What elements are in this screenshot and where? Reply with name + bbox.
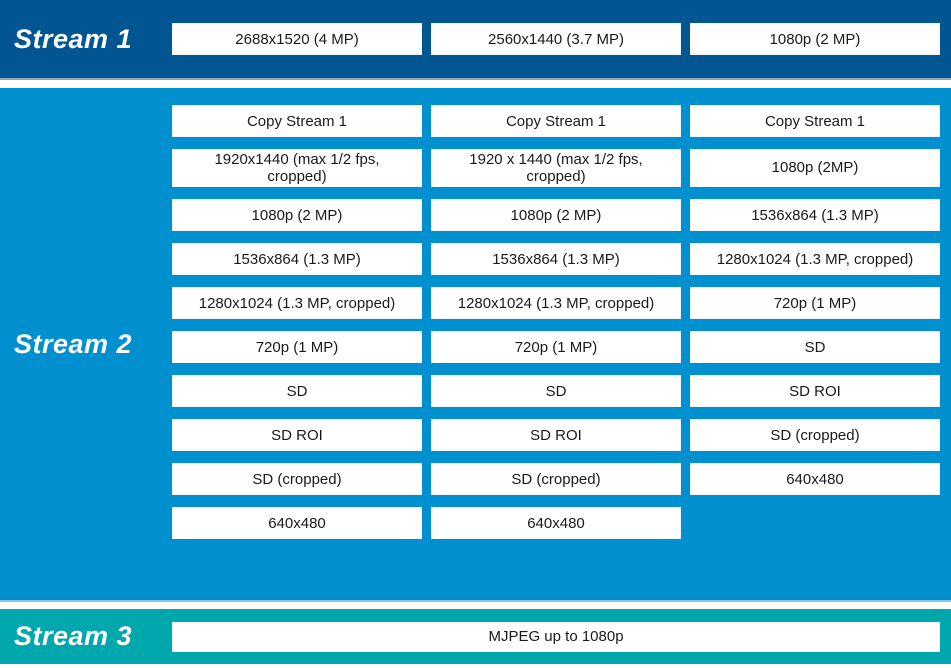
stream2-option: 1536x864 (1.3 MP) [431, 243, 681, 275]
stream2-option: Copy Stream 1 [431, 105, 681, 137]
stream2-option: SD (cropped) [431, 463, 681, 495]
stream1-options: 2688x1520 (4 MP) 2560x1440 (3.7 MP) 1080… [172, 0, 951, 78]
stream3-option: MJPEG up to 1080p [172, 621, 940, 652]
stream2-option: 1080p (2MP) [690, 149, 940, 187]
stream3-options: MJPEG up to 1080p [172, 609, 951, 664]
stream1-band: Stream 1 2688x1520 (4 MP) 2560x1440 (3.7… [0, 0, 951, 80]
stream2-option: 1280x1024 (1.3 MP, cropped) [172, 287, 422, 319]
stream2-column-2: Copy Stream 1 1920 x 1440 (max 1/2 fps, … [431, 105, 681, 539]
stream1-option: 2560x1440 (3.7 MP) [431, 23, 681, 55]
stream3-band: Stream 3 MJPEG up to 1080p [0, 609, 951, 664]
stream2-option: 640x480 [690, 463, 940, 495]
stream1-option: 2688x1520 (4 MP) [172, 23, 422, 55]
stream2-option: SD ROI [172, 419, 422, 451]
stream2-option: 1080p (2 MP) [172, 199, 422, 231]
stream2-option: SD (cropped) [690, 419, 940, 451]
stream2-option: 720p (1 MP) [690, 287, 940, 319]
stream2-option: SD [172, 375, 422, 407]
stream2-option: 1920 x 1440 (max 1/2 fps, cropped) [431, 149, 681, 187]
stream2-label: Stream 2 [14, 328, 133, 359]
stream2-option: 720p (1 MP) [172, 331, 422, 363]
stream2-option: 1280x1024 (1.3 MP, cropped) [431, 287, 681, 319]
stream2-option: SD ROI [690, 375, 940, 407]
stream1-label: Stream 1 [14, 23, 133, 54]
stream2-options: Copy Stream 1 1920x1440 (max 1/2 fps, cr… [172, 88, 951, 600]
stream2-option: 1920x1440 (max 1/2 fps, cropped) [172, 149, 422, 187]
stream2-option: SD (cropped) [172, 463, 422, 495]
stream2-option: SD ROI [431, 419, 681, 451]
stream2-option: 640x480 [431, 507, 681, 539]
stream2-option: 1536x864 (1.3 MP) [690, 199, 940, 231]
stream2-option: Copy Stream 1 [172, 105, 422, 137]
stream2-option: Copy Stream 1 [690, 105, 940, 137]
stream2-option: 640x480 [172, 507, 422, 539]
stream2-option: 1080p (2 MP) [431, 199, 681, 231]
stream2-band: Stream 2 Copy Stream 1 1920x1440 (max 1/… [0, 88, 951, 602]
stream2-column-1: Copy Stream 1 1920x1440 (max 1/2 fps, cr… [172, 105, 422, 539]
stream1-option: 1080p (2 MP) [690, 23, 940, 55]
stream2-column-3: Copy Stream 1 1080p (2MP) 1536x864 (1.3 … [690, 105, 940, 495]
stream2-option: 720p (1 MP) [431, 331, 681, 363]
stream3-label: Stream 3 [14, 621, 133, 651]
stream2-option: 1280x1024 (1.3 MP, cropped) [690, 243, 940, 275]
stream2-option: SD [690, 331, 940, 363]
stream2-option: 1536x864 (1.3 MP) [172, 243, 422, 275]
stream2-option: SD [431, 375, 681, 407]
